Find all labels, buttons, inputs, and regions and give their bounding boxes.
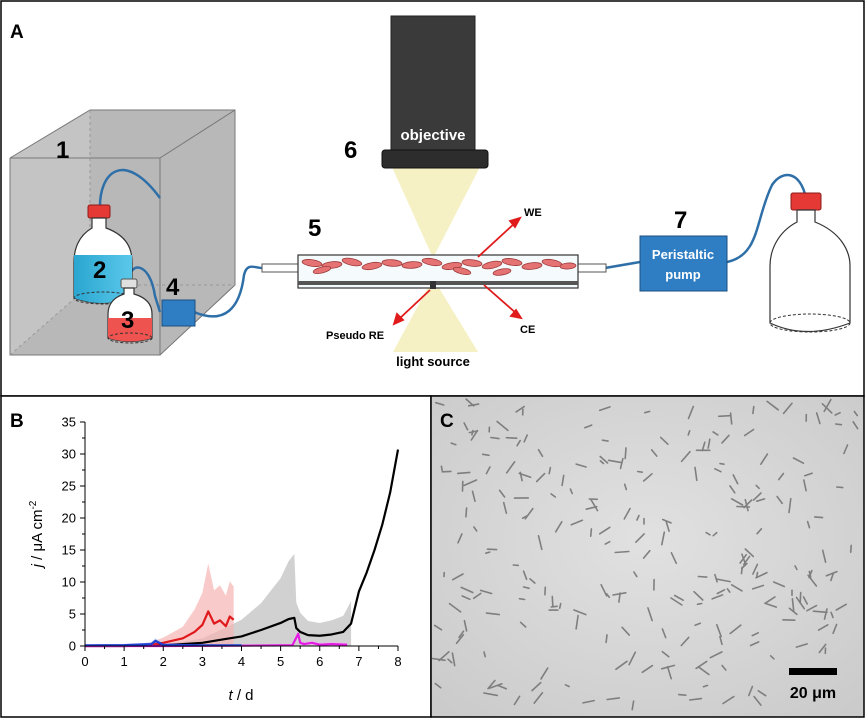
bacterium	[560, 604, 561, 609]
bacterium	[638, 472, 643, 473]
bacterium	[813, 611, 827, 612]
flow-cell	[262, 255, 606, 289]
x-tick-label: 7	[355, 654, 362, 669]
bacterium	[603, 440, 609, 441]
y-tick-label: 15	[62, 543, 76, 558]
bacterium	[591, 529, 592, 536]
bacterium	[737, 507, 750, 508]
scale-bar	[789, 668, 837, 675]
pump-label-line1: Peristaltic	[652, 247, 714, 262]
bacterium	[731, 413, 732, 424]
bacterium	[698, 604, 702, 605]
label-6: 6	[344, 137, 357, 164]
x-tick-label: 0	[81, 654, 88, 669]
we-label: WE	[524, 207, 542, 219]
bacterium	[520, 599, 525, 600]
bacterium	[615, 552, 629, 553]
y-axis-label: j / μA cm-2	[28, 500, 46, 569]
bacterium	[552, 596, 553, 606]
label-2: 2	[93, 257, 106, 284]
bacterium	[720, 464, 724, 465]
y-axis-exponent: -2	[28, 500, 39, 509]
panel-a-label: A	[10, 22, 24, 43]
light-source-label: light source	[396, 354, 470, 369]
x-tick-label: 3	[199, 654, 206, 669]
y-axis-unit: / μA cm	[29, 510, 46, 565]
bacterium	[815, 517, 823, 518]
x-axis-label: t / d	[228, 687, 253, 704]
x-tick-label: 4	[238, 654, 245, 669]
y-tick-label: 30	[62, 447, 76, 462]
y-tick-label: 5	[69, 607, 76, 622]
bacterium	[698, 577, 706, 578]
objective-label: objective	[400, 127, 465, 144]
bacterium	[483, 454, 489, 455]
bacterium	[753, 407, 754, 414]
bacterium	[506, 438, 516, 439]
bacterium	[441, 466, 442, 470]
bacterium	[491, 438, 499, 439]
bacterium	[458, 472, 470, 473]
ce-label: CE	[520, 324, 535, 336]
y-tick-label: 25	[62, 479, 76, 494]
y-tick-label: 35	[62, 415, 76, 430]
bacterium	[625, 448, 626, 459]
bacterium	[551, 606, 557, 607]
bacterium	[837, 487, 843, 488]
y-tick-label: 20	[62, 511, 76, 526]
label-4: 4	[166, 274, 180, 301]
panel-c-label: C	[440, 411, 454, 432]
x-tick-label: 6	[316, 654, 323, 669]
bacterium	[679, 695, 686, 696]
bacterium	[836, 424, 842, 425]
flow-device-box	[162, 300, 195, 326]
pump-label-line2: pump	[665, 267, 700, 282]
x-tick-label: 2	[160, 654, 167, 669]
label-1: 1	[56, 137, 69, 164]
panel-b-label: B	[10, 411, 24, 432]
bacterium	[757, 573, 758, 577]
bacterium	[851, 545, 852, 552]
label-5: 5	[308, 215, 321, 242]
x-axis-unit: / d	[233, 687, 254, 704]
x-tick-label: 1	[121, 654, 128, 669]
peristaltic-pump	[640, 236, 727, 291]
objective-lens-ring	[382, 150, 488, 168]
pseudo-re-label: Pseudo RE	[326, 330, 384, 342]
label-3: 3	[121, 307, 134, 334]
y-tick-label: 10	[62, 575, 76, 590]
x-tick-label: 5	[277, 654, 284, 669]
bacterium	[606, 635, 607, 643]
y-tick-label: 0	[69, 639, 76, 654]
scale-bar-label: 20 μm	[790, 685, 836, 702]
bacterium	[742, 567, 743, 573]
bacterium	[800, 593, 801, 603]
x-tick-label: 8	[394, 654, 401, 669]
label-7: 7	[674, 207, 687, 234]
bacterium	[466, 508, 467, 517]
bacterium	[486, 552, 490, 553]
bacterium	[719, 416, 730, 417]
